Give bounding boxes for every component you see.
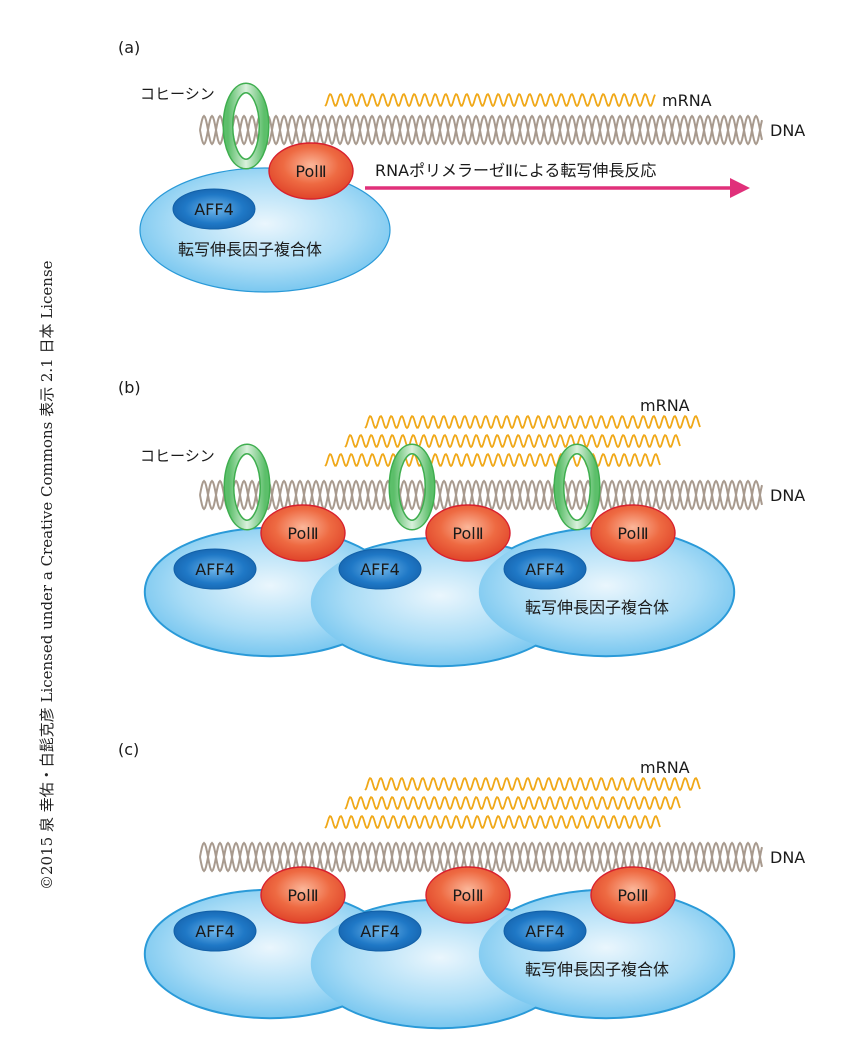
panel-c: (c) mRNA DNA PolⅡ AFF4 PolⅡ AFF4 PolⅡ AFF4 転写伸… <box>118 740 805 1030</box>
pol2-label: PolⅡ <box>295 162 326 181</box>
pol2-label: PolⅡ <box>452 886 483 905</box>
elongation-label: RNAポリメラーゼⅡによる転写伸長反応 <box>375 161 656 180</box>
mrna-strands <box>324 776 701 830</box>
mrna-label: mRNA <box>640 396 690 415</box>
panel-b: (b) mRNA コヒーシン DNA PolⅡ AFF4 PolⅡ AFF4 PolⅡ A… <box>118 378 805 668</box>
elongation-complex-group: PolⅡ AFF4 PolⅡ AFF4 PolⅡ AFF4 転写伸長因子複合体 <box>143 866 736 1030</box>
aff4-label: AFF4 <box>194 200 234 219</box>
pol2-label: PolⅡ <box>287 524 318 543</box>
mrna-strand <box>324 814 661 830</box>
aff4-label: AFF4 <box>195 560 235 579</box>
panel-label-c: (c) <box>118 740 139 759</box>
panel-label-a: (a) <box>118 38 140 57</box>
aff4-label: AFF4 <box>195 922 235 941</box>
aff4-label: AFF4 <box>525 560 565 579</box>
pol2-label: PolⅡ <box>452 524 483 543</box>
mrna-strand <box>324 92 656 108</box>
elongation-arrow <box>365 178 750 198</box>
pol2 <box>590 866 676 924</box>
copyright-credit: ©2015 泉 幸佑・白髭克彦 Licensed under a Creativ… <box>38 260 56 890</box>
pol2 <box>260 504 346 562</box>
mrna-strand <box>364 414 701 430</box>
aff4 <box>172 188 256 230</box>
complex-label: 転写伸長因子複合体 <box>178 240 322 259</box>
pol2 <box>268 142 354 200</box>
cohesin-label: コヒーシン <box>140 447 215 465</box>
cohesin-label: コヒーシン <box>140 85 215 103</box>
dna-label: DNA <box>770 848 805 867</box>
pol2-label: PolⅡ <box>617 524 648 543</box>
cohesin-ring <box>223 443 271 531</box>
dna-strand <box>199 114 763 146</box>
pol2-label: PolⅡ <box>617 886 648 905</box>
cohesin-ring <box>222 82 270 170</box>
aff4 <box>338 910 422 952</box>
pol2 <box>425 504 511 562</box>
aff4-label: AFF4 <box>525 922 565 941</box>
mrna-strand <box>364 776 701 792</box>
cohesin-ring <box>388 443 436 531</box>
pol2-label: PolⅡ <box>287 886 318 905</box>
mrna-strand <box>324 452 661 468</box>
mrna-strand <box>344 795 681 811</box>
mrna-label: mRNA <box>662 91 712 110</box>
aff4-label: AFF4 <box>360 560 400 579</box>
pol2 <box>590 504 676 562</box>
cohesin-ring <box>553 443 601 531</box>
dna-strand <box>199 479 763 511</box>
pol2 <box>260 866 346 924</box>
elongation-complex <box>139 167 391 293</box>
pol2 <box>425 866 511 924</box>
aff4 <box>338 548 422 590</box>
dna-label: DNA <box>770 486 805 505</box>
dna-helix <box>199 479 763 511</box>
mrna-strand <box>344 433 681 449</box>
dna-helix <box>199 114 763 146</box>
dna-helix <box>199 841 763 873</box>
dna-strand <box>199 841 763 873</box>
mrna-strand <box>324 92 656 108</box>
aff4 <box>503 548 587 590</box>
aff4 <box>173 548 257 590</box>
aff4 <box>173 910 257 952</box>
panel-label-b: (b) <box>118 378 141 397</box>
aff4 <box>503 910 587 952</box>
aff4-label: AFF4 <box>360 922 400 941</box>
panel-a: (a) コヒーシン mRNA DNA AFF4 転写伸長因子複合体 PolⅡ R… <box>118 38 805 293</box>
mrna-label: mRNA <box>640 758 690 777</box>
dna-strand <box>199 114 763 146</box>
dna-label: DNA <box>770 121 805 140</box>
complex-label: 転写伸長因子複合体 <box>525 598 669 617</box>
complex-label: 転写伸長因子複合体 <box>525 960 669 979</box>
mrna-strands <box>324 414 701 468</box>
elongation-complex-group: PolⅡ AFF4 PolⅡ AFF4 PolⅡ AFF4 転写伸長因子複合体 <box>143 443 736 668</box>
